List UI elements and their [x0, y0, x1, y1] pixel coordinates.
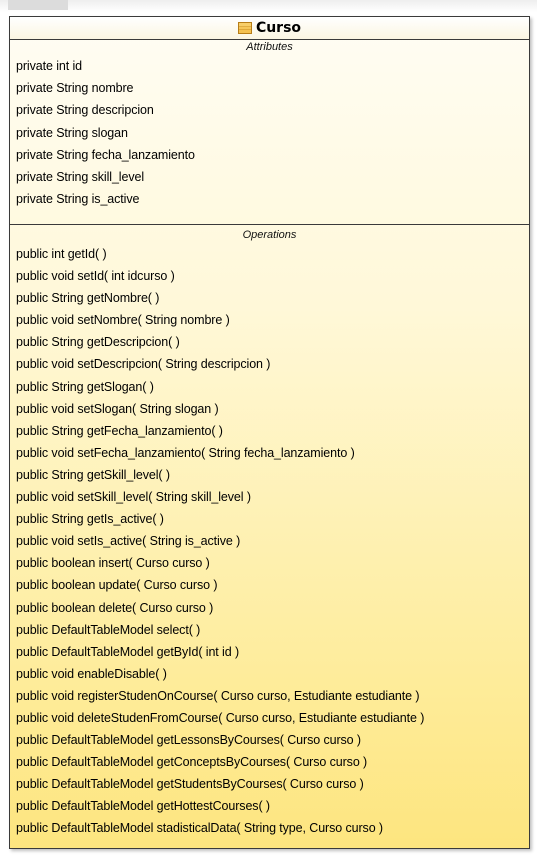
- operation-item[interactable]: public void setFecha_lanzamiento( String…: [16, 445, 355, 460]
- attribute-item[interactable]: private String slogan: [16, 125, 128, 140]
- attribute-item[interactable]: private int id: [16, 59, 82, 73]
- operation-item[interactable]: public void deleteStudenFromCourse( Curs…: [16, 710, 425, 725]
- window-top-strip: [0, 0, 537, 12]
- operations-compartment[interactable]: Operations public int getId( ) public vo…: [10, 225, 529, 840]
- attributes-compartment[interactable]: Attributes private int id private String…: [10, 40, 529, 225]
- operation-item[interactable]: public DefaultTableModel getStudentsByCo…: [16, 777, 364, 792]
- toolbar-tab: [8, 0, 68, 10]
- operation-item[interactable]: public void setIs_active( String is_acti…: [16, 534, 241, 549]
- operation-item[interactable]: public void enableDisable( ): [16, 666, 167, 681]
- operation-item[interactable]: public DefaultTableModel select( ): [16, 622, 201, 637]
- operation-item[interactable]: public String getDescripcion( ): [16, 335, 180, 350]
- attribute-item[interactable]: private String descripcion: [16, 103, 154, 118]
- class-header[interactable]: Curso: [10, 17, 529, 40]
- operation-item[interactable]: public DefaultTableModel getLessonsByCou…: [16, 733, 361, 748]
- attribute-item[interactable]: private String nombre: [16, 81, 134, 96]
- operation-item[interactable]: public void setDescripcion( String descr…: [16, 357, 271, 372]
- operation-item[interactable]: public boolean insert( Curso curso ): [16, 556, 210, 571]
- attributes-title: Attributes: [246, 41, 293, 53]
- operation-item[interactable]: public DefaultTableModel stadisticalData…: [16, 821, 383, 836]
- operations-title: Operations: [242, 229, 297, 241]
- uml-class-box[interactable]: Curso Attributes private int id private …: [9, 16, 530, 849]
- attribute-item[interactable]: private String is_active: [16, 192, 140, 207]
- class-icon: [237, 22, 252, 34]
- operation-item[interactable]: public DefaultTableModel getHottestCours…: [16, 799, 270, 814]
- operation-item[interactable]: public boolean update( Curso curso ): [16, 578, 218, 593]
- operation-item[interactable]: public void setId( int idcurso ): [16, 269, 175, 284]
- operation-item[interactable]: public String getSlogan( ): [16, 379, 154, 394]
- operation-item[interactable]: public boolean delete( Curso curso ): [16, 600, 214, 615]
- operation-item[interactable]: public void setNombre( String nombre ): [16, 313, 230, 328]
- attribute-item[interactable]: private String skill_level: [16, 169, 145, 184]
- operation-item[interactable]: public String getIs_active( ): [16, 512, 164, 527]
- operation-item[interactable]: public DefaultTableModel getById( int id…: [16, 644, 240, 659]
- attribute-item[interactable]: private String fecha_lanzamiento: [16, 147, 195, 162]
- operation-item[interactable]: public void setSkill_level( String skill…: [16, 490, 251, 505]
- operation-item[interactable]: public DefaultTableModel getConceptsByCo…: [16, 755, 368, 770]
- operation-item[interactable]: public String getFecha_lanzamiento( ): [16, 423, 223, 438]
- operation-item[interactable]: public void registerStudenOnCourse( Curs…: [16, 688, 420, 703]
- class-name: Curso: [255, 20, 302, 36]
- operation-item[interactable]: public String getSkill_level( ): [16, 467, 170, 482]
- operation-item[interactable]: public void setSlogan( String slogan ): [16, 401, 219, 416]
- operation-item[interactable]: public int getId( ): [16, 247, 107, 261]
- operation-item[interactable]: public String getNombre( ): [16, 291, 160, 306]
